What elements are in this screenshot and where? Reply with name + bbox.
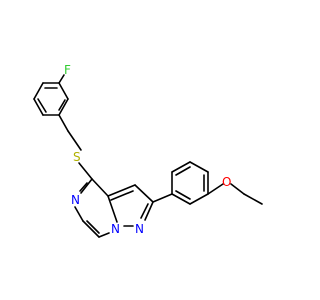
bond bbox=[107, 195, 118, 223]
bond bbox=[152, 193, 173, 203]
oxygen-atom-label: O bbox=[222, 175, 231, 189]
bond bbox=[243, 193, 263, 205]
bond bbox=[171, 161, 191, 173]
bridge-nitrogen-label: N bbox=[111, 222, 120, 236]
bond bbox=[171, 193, 191, 205]
bond bbox=[78, 162, 93, 180]
bond bbox=[82, 220, 100, 238]
bond bbox=[79, 182, 88, 192]
bond bbox=[58, 82, 69, 100]
bond bbox=[58, 114, 69, 132]
bond bbox=[37, 98, 47, 113]
bond bbox=[207, 183, 224, 195]
bond bbox=[189, 193, 209, 205]
bond bbox=[175, 166, 191, 176]
bond bbox=[33, 98, 44, 116]
bond bbox=[230, 183, 245, 195]
fluorine-atom-label: F bbox=[64, 63, 71, 77]
bond bbox=[134, 184, 154, 203]
pyrazine-nitrogen-label: N bbox=[71, 193, 80, 207]
bond bbox=[80, 178, 93, 194]
bond bbox=[110, 190, 134, 201]
molecule-structure: F S N N N O bbox=[33, 63, 263, 238]
bond bbox=[58, 98, 69, 116]
bond bbox=[189, 161, 209, 173]
bond bbox=[86, 220, 100, 234]
atom-label-group: F S N N N O bbox=[64, 63, 231, 236]
structure-canvas: F S N N N O bbox=[33, 63, 263, 238]
bond bbox=[144, 201, 154, 221]
pyrazole-nitrogen-label: N bbox=[135, 222, 144, 236]
bond bbox=[67, 130, 82, 151]
bond bbox=[58, 74, 65, 84]
bond bbox=[74, 206, 84, 222]
bond bbox=[140, 203, 149, 219]
bond bbox=[98, 232, 110, 238]
bond bbox=[58, 99, 66, 111]
bond bbox=[33, 82, 44, 100]
bond bbox=[107, 184, 136, 197]
bond bbox=[91, 178, 109, 197]
sulfur-atom-label: S bbox=[73, 150, 81, 164]
bond-group bbox=[33, 74, 263, 238]
bond bbox=[175, 190, 191, 200]
